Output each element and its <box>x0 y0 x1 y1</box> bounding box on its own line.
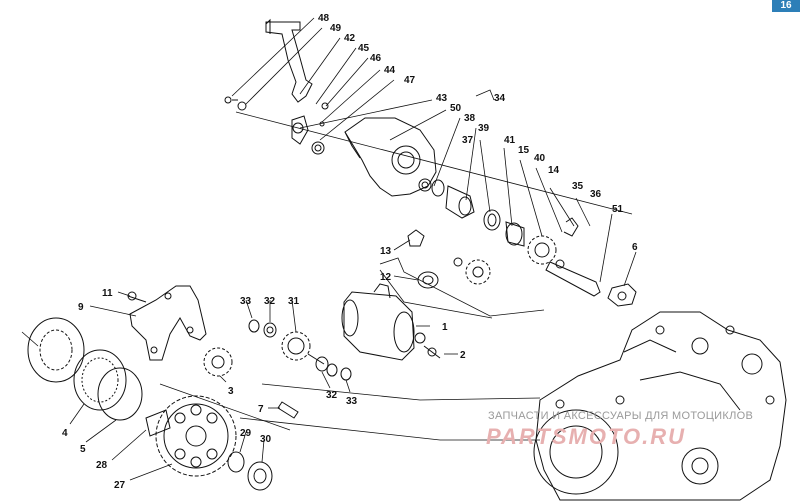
callout-39: 39 <box>478 123 490 134</box>
callout-46: 46 <box>370 53 382 64</box>
pin <box>277 401 299 419</box>
kickstart-lever <box>224 18 329 155</box>
callout-44: 44 <box>384 65 396 76</box>
callout-42: 42 <box>344 33 356 44</box>
callout-47: 47 <box>404 75 416 86</box>
watermark-caption: ЗАПЧАСТИ И АКСЕССУАРЫ ДЛЯ МОТОЦИКЛОВ <box>488 410 754 422</box>
intermediate-gear <box>203 347 233 377</box>
callout-30: 30 <box>260 434 272 445</box>
callout-51: 51 <box>612 204 624 215</box>
callout-5: 5 <box>80 444 86 455</box>
mounting-bracket <box>127 285 207 361</box>
callout-labels: 48 49 42 45 46 44 47 43 50 34 38 39 37 4… <box>62 13 638 491</box>
callout-2: 2 <box>460 350 466 361</box>
side-cover <box>344 117 437 197</box>
callout-38: 38 <box>464 113 476 124</box>
callout-43: 43 <box>436 93 448 104</box>
clip-and-bushing <box>407 229 491 289</box>
callout-28: 28 <box>96 460 108 471</box>
callout-13: 13 <box>380 246 392 257</box>
watermark-logo: PARTSMOTO.RU <box>486 424 687 449</box>
callout-29: 29 <box>240 428 252 439</box>
callout-40: 40 <box>534 153 546 164</box>
callout-11: 11 <box>102 288 113 299</box>
callout-35: 35 <box>572 181 584 192</box>
callout-45: 45 <box>358 43 370 54</box>
callout-4: 4 <box>62 428 68 439</box>
idler-gear-set <box>248 319 352 381</box>
callout-48: 48 <box>318 13 330 24</box>
callout-33-bottom: 33 <box>346 396 358 407</box>
callout-33-top: 33 <box>240 296 252 307</box>
callout-41: 41 <box>504 135 516 146</box>
callout-9: 9 <box>78 302 84 313</box>
starter-gear-shaft <box>431 179 637 307</box>
starter-motor <box>341 283 441 361</box>
starter-clutch <box>27 317 273 491</box>
callout-3: 3 <box>228 386 234 397</box>
page-number-tab: 16 <box>772 0 800 12</box>
callout-6: 6 <box>632 242 638 253</box>
callout-15: 15 <box>518 145 530 156</box>
callout-32-bottom: 32 <box>326 390 338 401</box>
callout-37: 37 <box>462 135 474 146</box>
leader-lines <box>21 17 637 481</box>
callout-7: 7 <box>258 404 264 415</box>
callout-14: 14 <box>548 165 560 176</box>
callout-1: 1 <box>442 322 448 333</box>
callout-12: 12 <box>380 272 392 283</box>
crankcase <box>533 311 787 501</box>
callout-50: 50 <box>450 103 462 114</box>
callout-49: 49 <box>330 23 342 34</box>
callout-34: 34 <box>494 93 506 104</box>
callout-36: 36 <box>590 189 602 200</box>
callout-27: 27 <box>114 480 126 491</box>
callout-32-top: 32 <box>264 296 276 307</box>
callout-31: 31 <box>288 296 300 307</box>
